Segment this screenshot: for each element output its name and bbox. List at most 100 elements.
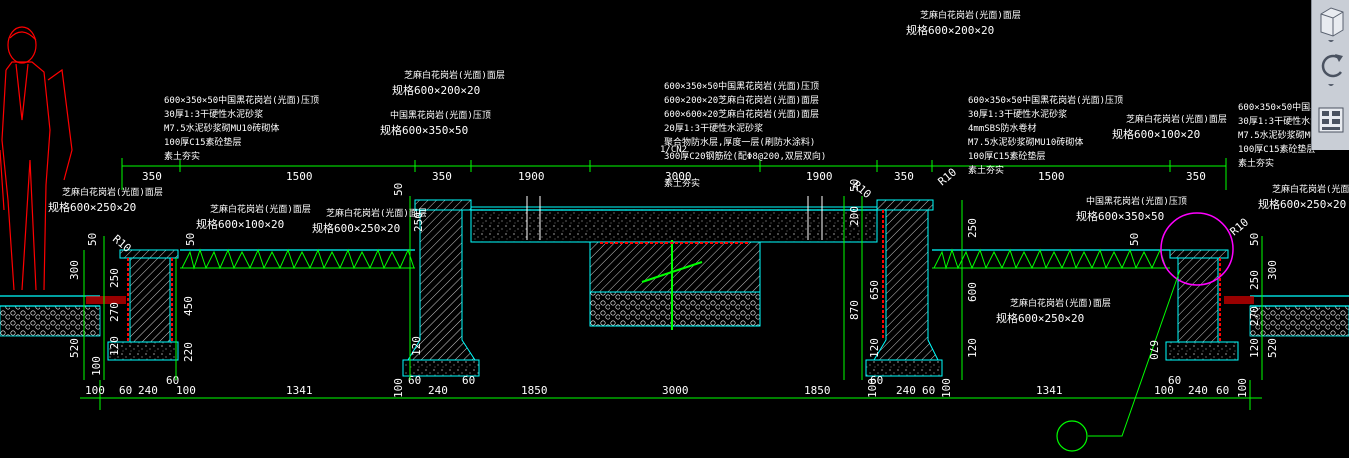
dim-left-3: 250 — [108, 268, 121, 288]
dim-bottom-19: 1341 — [1036, 384, 1063, 397]
svg-text:中国黑花岗岩(光面)压顶: 中国黑花岗岩(光面)压顶 — [390, 109, 491, 121]
top-dimension-line: 350 1500 350 1900 3000 1900 350 1500 350 — [121, 158, 1227, 190]
right-retaining-wall — [1160, 212, 1254, 361]
dim-top-9: 350 — [1186, 170, 1206, 183]
dim-bottom-23: 60 — [1216, 384, 1229, 397]
svg-text:600×600×20芝麻白花岗岩(光面)面层: 600×600×20芝麻白花岗岩(光面)面层 — [664, 108, 819, 120]
svg-text:素土夯实: 素土夯实 — [664, 177, 700, 189]
dim-left-2: 300 — [68, 260, 81, 280]
dim-top-3: 350 — [432, 170, 452, 183]
annotation-right-edge: 芝麻白花岗岩(光面)面层 规格600×250×20 — [1258, 183, 1349, 211]
dim-right-inner-2: 600 — [966, 282, 979, 302]
dim-right-inner-4: 50 — [1128, 233, 1141, 246]
mid-left-vertical-dimensions: 50 250 120 — [392, 183, 425, 380]
dim-midright-3: 870 — [848, 300, 861, 320]
dim-midright-1: 50 — [848, 179, 861, 192]
annotation-left-edge: 芝麻白花岗岩(光面)面层 规格600×250×20 — [48, 186, 163, 214]
dim-right-1: 50 — [1248, 233, 1261, 246]
svg-text:600×350×50中国黑花岗岩(光面)压顶: 600×350×50中国黑花岗岩(光面)压顶 — [164, 94, 319, 106]
dim-bottom-1: 100 — [85, 384, 105, 397]
dim-top-4: 1900 — [518, 170, 545, 183]
dim-left-inner-1: 50 — [184, 233, 197, 246]
dim-left-4: 270 — [108, 302, 121, 322]
dim-top-1: 350 — [142, 170, 162, 183]
dim-midleft-3: 120 — [410, 336, 423, 356]
dim-left-5: 520 — [68, 338, 81, 358]
svg-text:芝麻白花岗岩(光面)面层: 芝麻白花岗岩(光面)面层 — [1272, 183, 1349, 195]
right-planting-bed — [932, 248, 1170, 270]
detail-callout[interactable]: 670 — [1056, 269, 1181, 452]
annotation-left-stack: 600×350×50中国黑花岗岩(光面)压顶 30厚1:3干硬性水泥砂浆 M7.… — [164, 94, 319, 162]
svg-text:600×350×50中国黑花岗岩(光面)压顶: 600×350×50中国黑花岗岩(光面)压顶 — [664, 80, 819, 92]
dim-right-inner-3: 120 — [966, 338, 979, 358]
svg-text:300厚C20钢筋砼(配Φ8@200,双层双向): 300厚C20钢筋砼(配Φ8@200,双层双向) — [664, 150, 826, 162]
dim-bottom-24: 100 — [1236, 378, 1249, 398]
dim-midleft-2: 250 — [412, 212, 425, 232]
navigation-toolbar — [1311, 0, 1349, 150]
annotation-left-grass: 芝麻白花岗岩(光面)面层 规格600×100×20 — [196, 203, 311, 231]
svg-text:600×350×50中国黑花岗岩(光面)压顶: 600×350×50中国黑花岗岩(光面)压顶 — [968, 94, 1123, 106]
dim-right-5: 520 — [1266, 338, 1279, 358]
dim-bottom-16: 240 — [896, 384, 916, 397]
svg-text:600×200×20芝麻白花岗岩(光面)面层: 600×200×20芝麻白花岗岩(光面)面层 — [664, 94, 819, 106]
annotation-left-grass-2: 芝麻白花岗岩(光面)面层 规格600×250×20 — [312, 207, 427, 235]
dim-midright-2: 200 — [848, 206, 861, 226]
dim-bottom-18: 100 — [940, 378, 953, 398]
right-vertical-dimensions: 250 600 120 50 50 300 250 270 520 120 — [961, 200, 1279, 380]
annotation-top-center: 芝麻白花岗岩(光面)面层 规格600×200×20 — [906, 9, 1021, 37]
svg-text:R10: R10 — [936, 166, 960, 189]
dim-slope: 670 — [1147, 340, 1160, 360]
svg-text:素土夯实: 素土夯实 — [164, 150, 200, 162]
svg-text:30厚1:3干硬性水泥砂浆: 30厚1:3干硬性水泥砂浆 — [968, 108, 1067, 120]
dim-bottom-14: 60 — [870, 374, 883, 387]
dim-left-6: 120 — [108, 336, 121, 356]
bottom-dimension-line: 100 60 240 60 100 1341 100 60 240 60 185… — [80, 374, 1262, 410]
dim-top-2: 1500 — [286, 170, 313, 183]
dim-top-6: 1900 — [806, 170, 833, 183]
orbit-icon[interactable] — [1315, 46, 1347, 87]
annotation-right-lower: 芝麻白花岗岩(光面)面层 规格600×250×20 — [996, 297, 1111, 325]
dim-bottom-6: 1341 — [286, 384, 313, 397]
svg-text:100厚C15素砼垫层: 100厚C15素砼垫层 — [968, 150, 1046, 162]
dim-bottom-9: 240 — [428, 384, 448, 397]
dim-bottom-13: 1850 — [804, 384, 831, 397]
detail-callout-circle — [1056, 420, 1088, 452]
svg-text:芝麻白花岗岩(光面)面层: 芝麻白花岗岩(光面)面层 — [920, 9, 1021, 21]
dim-top-7: 350 — [894, 170, 914, 183]
svg-text:芝麻白花岗岩(光面)面层: 芝麻白花岗岩(光面)面层 — [326, 207, 427, 219]
dim-right-inner-1: 250 — [966, 218, 979, 238]
dim-top-8: 1500 — [1038, 170, 1065, 183]
dim-bottom-11: 1850 — [521, 384, 548, 397]
annotation-right-wall: 中国黑花岗岩(光面)压顶 规格600×350×50 — [1076, 195, 1187, 223]
dim-bottom-2: 60 — [119, 384, 132, 397]
view-cube-icon[interactable] — [1315, 2, 1347, 43]
dim-bottom-10: 60 — [462, 374, 475, 387]
left-retaining-wall — [86, 249, 179, 361]
svg-text:规格600×200×20: 规格600×200×20 — [392, 83, 480, 97]
dim-midleft-1: 50 — [392, 183, 405, 196]
svg-text:规格600×250×20: 规格600×250×20 — [996, 311, 1084, 325]
svg-text:规格600×350×50: 规格600×350×50 — [1076, 209, 1164, 223]
svg-text:聚合物防水层,厚度一层(刷防水涂料): 聚合物防水层,厚度一层(刷防水涂料) — [664, 136, 815, 148]
annotation-mid-left-top: 芝麻白花岗岩(光面)面层 规格600×200×20 — [392, 69, 505, 97]
viewport-icon[interactable] — [1315, 100, 1347, 140]
svg-text:芝麻白花岗岩(光面)面层: 芝麻白花岗岩(光面)面层 — [62, 186, 163, 198]
svg-text:素土夯实: 素土夯实 — [968, 164, 1004, 176]
dim-midright-4: 650 — [868, 280, 881, 300]
dim-bottom-22: 240 — [1188, 384, 1208, 397]
selection-circle[interactable] — [1160, 212, 1234, 286]
dim-right-3: 250 — [1248, 270, 1261, 290]
annotation-mid-left-wall: 中国黑花岗岩(光面)压顶 规格600×350×50 — [380, 109, 491, 137]
dim-right-4: 270 — [1248, 306, 1261, 326]
dim-midright-5: 120 — [868, 338, 881, 358]
human-figure-symbol — [0, 26, 73, 291]
svg-text:规格600×250×20: 规格600×250×20 — [1258, 197, 1346, 211]
annotation-center-stack: 600×350×50中国黑花岗岩(光面)压顶 600×200×20芝麻白花岗岩(… — [660, 80, 826, 189]
svg-text:规格600×100×20: 规格600×100×20 — [196, 217, 284, 231]
center-paving-slab — [470, 196, 878, 330]
dim-right-2: 300 — [1266, 260, 1279, 280]
svg-text:芝麻白花岗岩(光面)面层: 芝麻白花岗岩(光面)面层 — [1126, 113, 1227, 125]
dim-bottom-20: 100 — [1154, 384, 1174, 397]
dim-left-7: 100 — [90, 356, 103, 376]
